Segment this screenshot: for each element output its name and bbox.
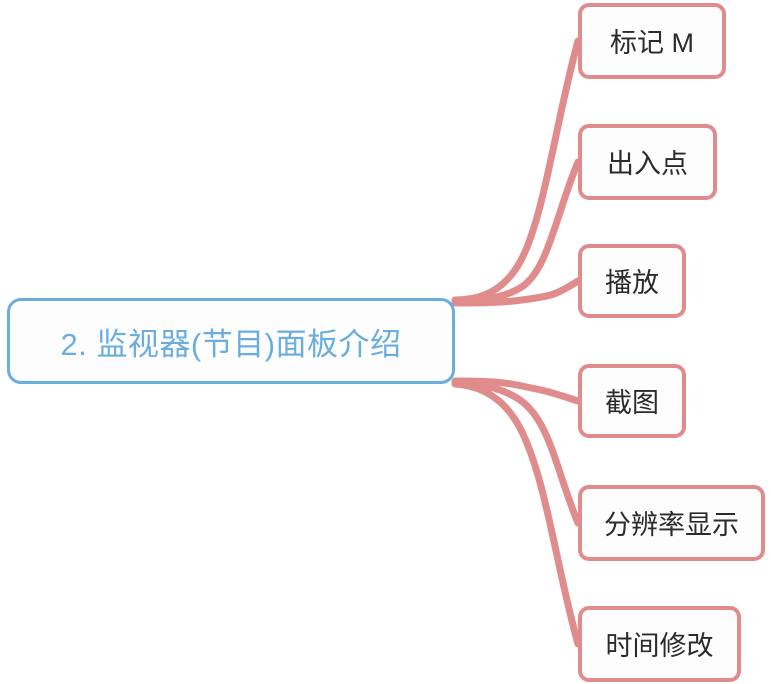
child-node-label: 播放 xyxy=(605,267,659,298)
child-node-label: 分辨率显示 xyxy=(604,509,739,540)
child-node-mark-m[interactable]: 标记 M xyxy=(578,3,726,79)
root-node-label: 2. 监视器(节目)面板介绍 xyxy=(60,326,402,362)
branch-connector-6 xyxy=(451,380,582,648)
child-node-label: 标记 M xyxy=(610,27,694,58)
child-node-label: 时间修改 xyxy=(605,630,714,661)
child-node-time-modify[interactable]: 时间修改 xyxy=(578,606,741,682)
branch-connector-3 xyxy=(451,277,582,307)
child-node-in-out-point[interactable]: 出入点 xyxy=(578,124,717,200)
child-node-playback[interactable]: 播放 xyxy=(578,244,686,318)
root-node[interactable]: 2. 监视器(节目)面板介绍 xyxy=(7,298,455,384)
branch-connector-1 xyxy=(451,37,582,304)
child-node-resolution-display[interactable]: 分辨率显示 xyxy=(578,485,765,561)
child-node-label: 截图 xyxy=(605,387,659,418)
branch-connector-5 xyxy=(451,379,582,527)
child-node-label: 出入点 xyxy=(607,148,688,179)
branch-connector-2 xyxy=(451,158,582,305)
child-node-screenshot[interactable]: 截图 xyxy=(578,364,686,438)
branch-connector-4 xyxy=(451,377,582,405)
